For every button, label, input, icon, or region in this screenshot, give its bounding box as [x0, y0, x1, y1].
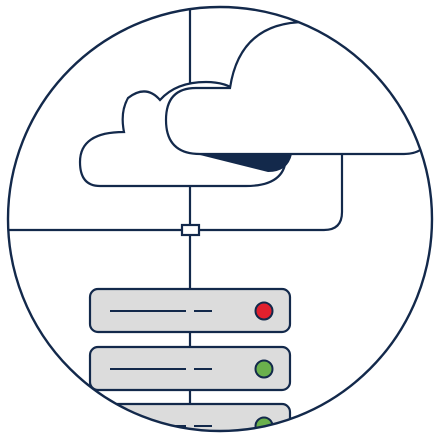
server-unit-2-body	[88, 345, 292, 392]
junction-node	[180, 223, 201, 237]
status-indicator-green-icon	[254, 359, 274, 379]
cloud-shadow-accent	[196, 154, 292, 172]
status-indicator-red-icon	[254, 301, 274, 321]
server-unit-3	[88, 402, 292, 431]
circle-frame	[6, 5, 434, 433]
horizontal-connector-right	[197, 150, 344, 232]
server-unit-2	[88, 345, 292, 392]
server-unit-1	[88, 287, 292, 334]
server-unit-1-body	[88, 287, 292, 334]
